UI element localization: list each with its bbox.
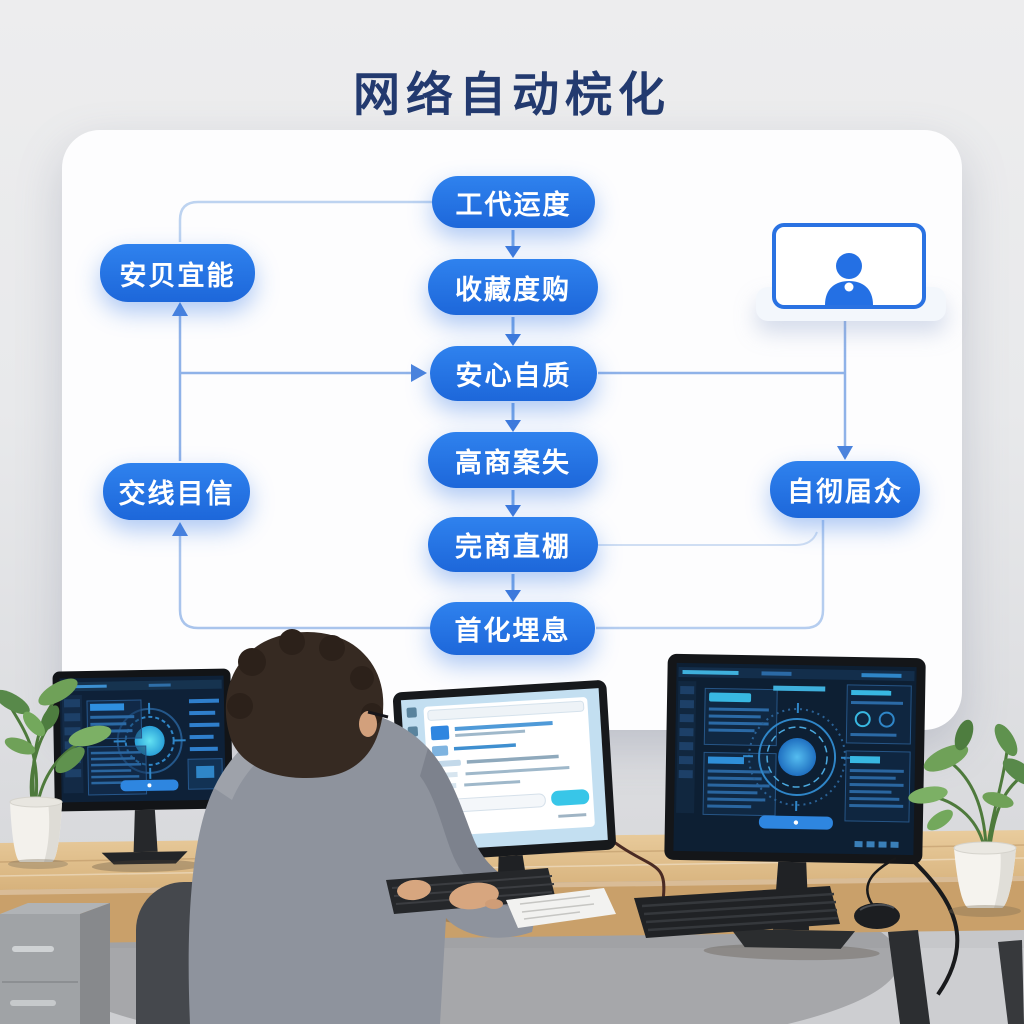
- flow-node-n6: 首化埋息: [430, 602, 595, 655]
- flow-node-n2: 收藏度购: [428, 259, 598, 315]
- right-keyboard: [634, 886, 840, 938]
- center-keyboard: [386, 868, 556, 914]
- user-card: [772, 223, 926, 309]
- flow-node-n1: 工代运度: [432, 176, 595, 228]
- desk-legs: [888, 930, 1024, 1024]
- flow-node-l2: 交线目信: [103, 463, 250, 520]
- page-title: 网络自动梡化: [353, 68, 671, 123]
- right-plant: [908, 719, 1024, 917]
- hands: [397, 879, 503, 910]
- file-cabinet: [0, 903, 110, 1024]
- flow-node-r1: 自彻届众: [770, 461, 920, 518]
- flow-node-n5: 完商直棚: [428, 517, 598, 572]
- wooden-desk: [0, 830, 1024, 944]
- flow-node-l1: 安贝宜能: [100, 244, 255, 302]
- office-chair: [136, 882, 440, 1024]
- mouse: [854, 856, 900, 929]
- floor-shadow: [0, 858, 1024, 1024]
- flow-node-n3: 安心自质: [430, 346, 597, 401]
- person-icon: [825, 253, 873, 305]
- papers: [506, 888, 616, 928]
- flow-node-n4: 高商案失: [428, 432, 598, 488]
